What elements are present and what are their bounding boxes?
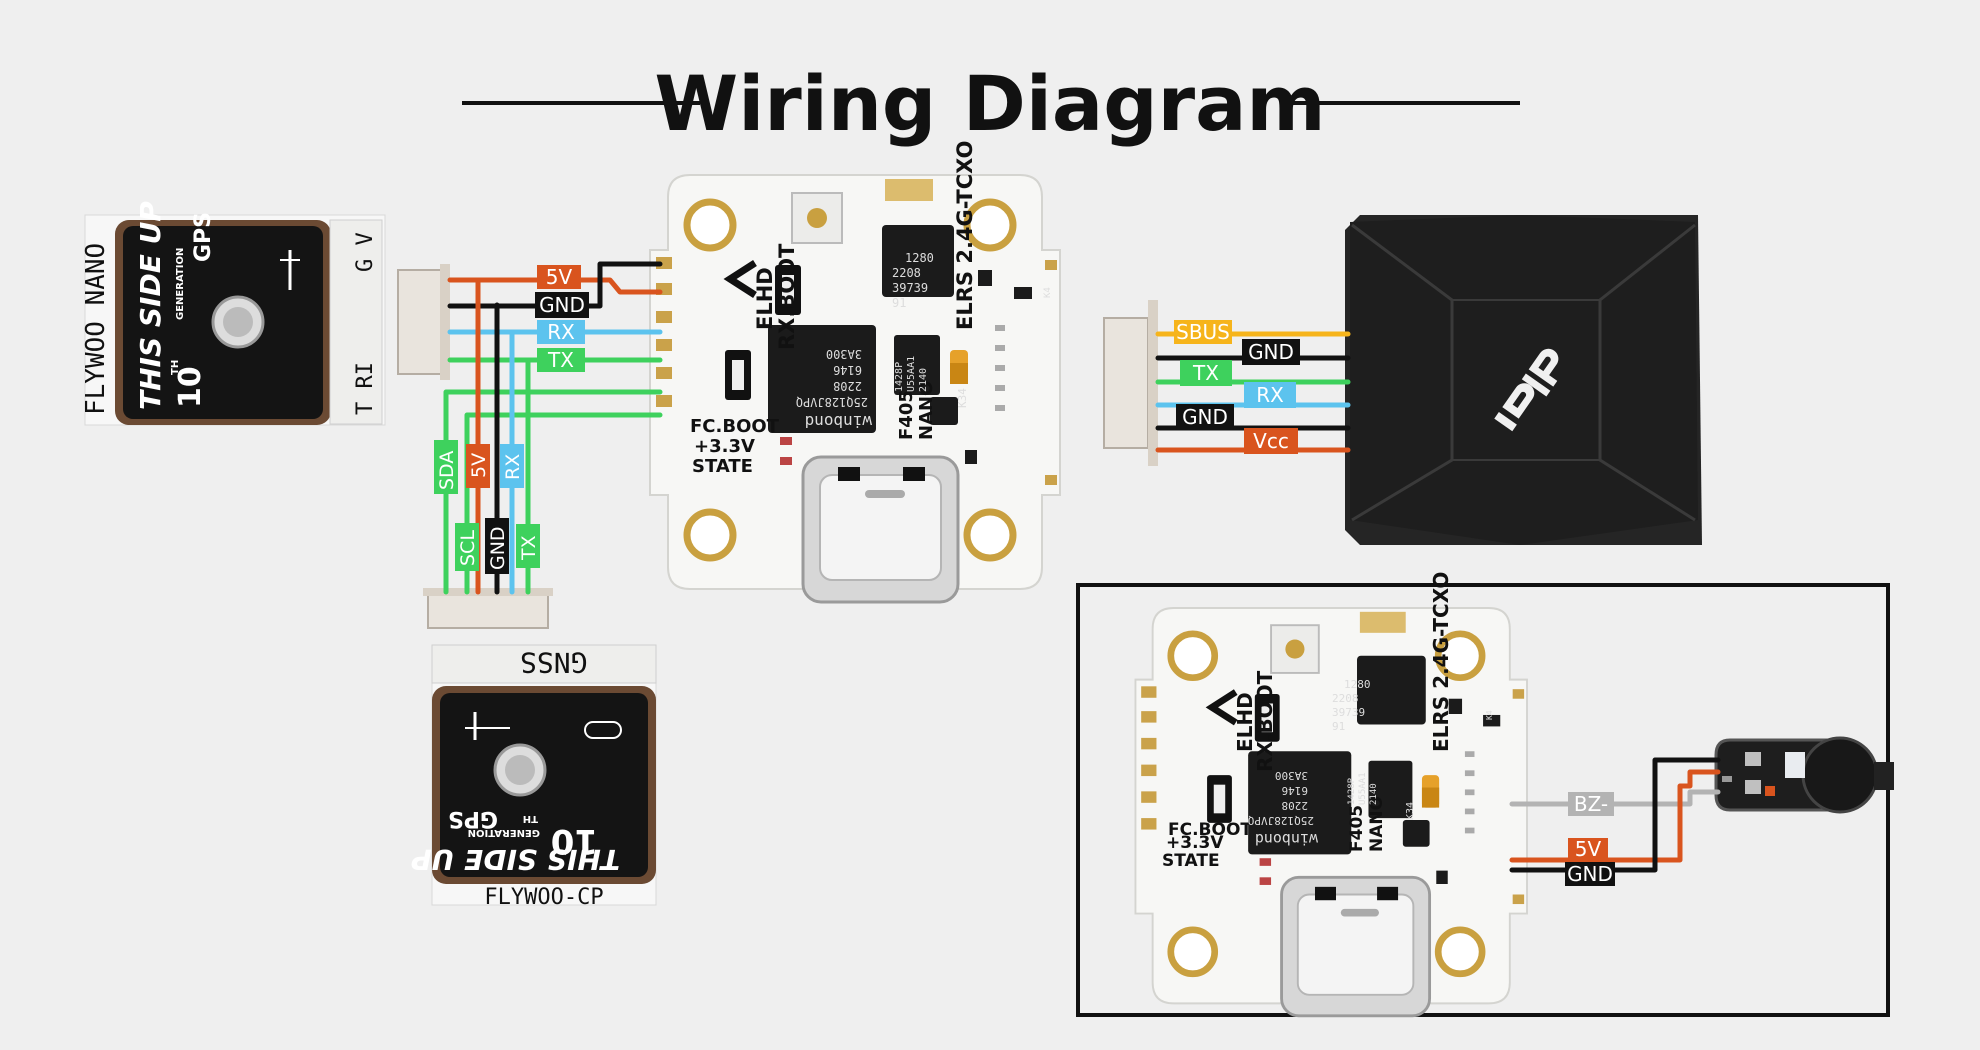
- fc-inset-nano: NANO: [1367, 796, 1387, 852]
- label-tx-bottom: TX: [518, 535, 540, 561]
- page-title: Wiring Diagram: [654, 59, 1325, 148]
- fc-main-chip2-l4: 25Q128JVPQ: [796, 395, 868, 409]
- gps-top-generation: GENERATION: [175, 248, 186, 320]
- gps-top-board-text: THIS SIDE UP: [134, 201, 167, 410]
- label-gnd-buzzer: GND: [1567, 862, 1613, 886]
- fc-main-chip3-l1: 1428P: [894, 362, 905, 392]
- fc-inset-chip1-l4: 91: [1332, 720, 1345, 733]
- fc-inset-f405: F405: [1347, 805, 1367, 852]
- fc-main-nano: NANO: [916, 381, 937, 440]
- vtx-connector: [1103, 300, 1158, 466]
- fc-main-elrs: ELRS 2.4G-TCXO: [953, 141, 977, 330]
- fc-main-chip3-l3: 2140: [918, 368, 929, 392]
- fc-main-chip1-l1: 1280: [905, 251, 934, 265]
- fc-main-f405: F405: [896, 390, 917, 440]
- fc-main-chip1-l3: 39739: [892, 281, 928, 295]
- gps-top-pins-top: G V: [353, 232, 378, 272]
- label-sbus: SBUS: [1176, 320, 1230, 344]
- fc-inset-chip2-l2: 6146: [1282, 784, 1309, 797]
- vtx-wire-labels: SBUS GND TX RX GND Vcc: [1174, 320, 1300, 454]
- gps-bottom-board-text: THIS SIDE UP: [411, 843, 620, 876]
- label-tx-top: TX: [547, 348, 574, 372]
- fc-main-elhd: ELHD: [753, 267, 777, 330]
- label-bz: BZ-: [1574, 792, 1608, 816]
- buzzer-wire-labels: BZ- 5V GND: [1565, 792, 1615, 886]
- gps-bottom-gen-number: 10: [551, 821, 598, 861]
- fc-inset-elhd: ELHD: [1233, 692, 1257, 752]
- gps-top-pins-bottom: T RI: [353, 362, 378, 415]
- flight-controller-main: ELHD RX.BOOT ELRS 2.4G-TCXO FC.BOOT +3.3…: [650, 141, 1060, 602]
- gps-bottom-header: GNSS: [520, 646, 587, 679]
- gps-top-wire-labels: 5V GND RX TX: [535, 265, 589, 372]
- fc-main-chip2-l5: winbond: [805, 412, 872, 431]
- label-gnd-vtx-1: GND: [1248, 340, 1294, 364]
- label-vcc: Vcc: [1253, 429, 1289, 453]
- fc-main-k4: K4: [1043, 287, 1053, 298]
- fc-inset-chip2-l5: winbond: [1255, 830, 1318, 848]
- buzzer-icon: [1801, 736, 1879, 814]
- label-rx-vtx: RX: [1256, 383, 1284, 407]
- label-sda: SDA: [436, 451, 458, 490]
- gps-bottom-gen-sup: TH: [523, 813, 538, 824]
- flight-controller-inset: ELHD RX.BOOT ELRS 2.4G-TCXO FC.BOOT +3.3…: [1135, 572, 1527, 1016]
- gps-bottom-wire-labels: SDA 5V RX SCL GND TX: [434, 440, 540, 574]
- fc-main-state: STATE: [692, 456, 753, 477]
- label-gnd-vtx-2: GND: [1182, 405, 1228, 429]
- gps-bottom-generation: GENERATION: [468, 827, 540, 838]
- label-rx-top: RX: [547, 320, 575, 344]
- dji-air-unit: [1345, 215, 1702, 545]
- gps-module-bottom: GNSS FLYWOO-CP 10 TH GENERATION GPS THIS…: [411, 644, 657, 910]
- inset-frame: [1076, 583, 1890, 1017]
- fc-inset-fcboot: FC.BOOT: [1168, 820, 1252, 840]
- fc-inset-state: STATE: [1162, 851, 1220, 871]
- fc-inset-chip2-l1: 3A300: [1275, 769, 1308, 782]
- fc-main-chip2-l1: 3A300: [826, 347, 862, 361]
- fc-inset-chip1-l2: 2208: [1332, 692, 1359, 705]
- label-rx-bottom: RX: [502, 454, 524, 480]
- fc-inset-k34: K34: [1405, 802, 1416, 820]
- fc-main-chip2-l2: 6146: [833, 363, 862, 377]
- fc-inset-chip3-l3: 2140: [1369, 783, 1379, 805]
- gps-module-top: FLYWOO NANO G V T RI THIS SIDE UP 10 TH …: [81, 201, 386, 426]
- fc-main-fcboot: FC.BOOT: [690, 416, 780, 437]
- fc-main-chip3-l2: U55AA1: [906, 356, 917, 392]
- fc-main-k34: K34: [956, 388, 969, 408]
- fc-inset-chip2-l3: 2208: [1282, 799, 1309, 812]
- label-5v-buzzer: 5V: [1575, 837, 1602, 861]
- label-5v-top: 5V: [546, 265, 573, 289]
- gps-bottom-connector: [423, 588, 553, 629]
- gps-top-connector: [397, 264, 450, 380]
- label-gnd-bottom: GND: [487, 526, 509, 570]
- fc-inset-chip3-l1: 1428P: [1347, 777, 1357, 805]
- fc-main-v33: +3.3V: [694, 436, 755, 457]
- fc-inset-chip2-l4: 25Q128JVPQ: [1248, 814, 1314, 827]
- fc-inset-rxboot: RX.BOOT: [1253, 670, 1277, 772]
- fc-inset-chip1-l1: 1280: [1344, 678, 1371, 691]
- fc-inset-v33: +3.3V: [1166, 833, 1224, 853]
- gps-top-side-text: FLYWOO NANO: [81, 243, 111, 415]
- gps-top-gps-text: GPS: [191, 212, 216, 262]
- label-tx-vtx: TX: [1192, 361, 1219, 385]
- fc-inset-chip3-l2: U55AA1: [1358, 772, 1368, 805]
- fc-main-chip1-l4: 91: [892, 296, 906, 310]
- fc-main-chip2-l3: 2208: [833, 379, 862, 393]
- gps-top-gen-sup: TH: [170, 360, 181, 375]
- fc-inset-chip1-l3: 39739: [1332, 706, 1365, 719]
- fc-main-rxboot: RX.BOOT: [775, 243, 799, 350]
- fc-inset-k4: K4: [1485, 710, 1494, 720]
- fc-inset-elrs: ELRS 2.4G-TCXO: [1429, 572, 1453, 752]
- label-scl: SCL: [457, 530, 479, 566]
- gps-bottom-footer: FLYWOO-CP: [484, 885, 603, 910]
- label-5v-bottom: 5V: [468, 453, 490, 478]
- fc-main-chip1-l2: 2208: [892, 266, 921, 280]
- label-gnd-top: GND: [539, 293, 585, 317]
- gps-top-gen-number: 10: [173, 366, 208, 408]
- dji-logo-icon: [1494, 348, 1559, 432]
- gps-bottom-gps-text: GPS: [448, 806, 498, 831]
- buzzer-module: [1714, 736, 1894, 814]
